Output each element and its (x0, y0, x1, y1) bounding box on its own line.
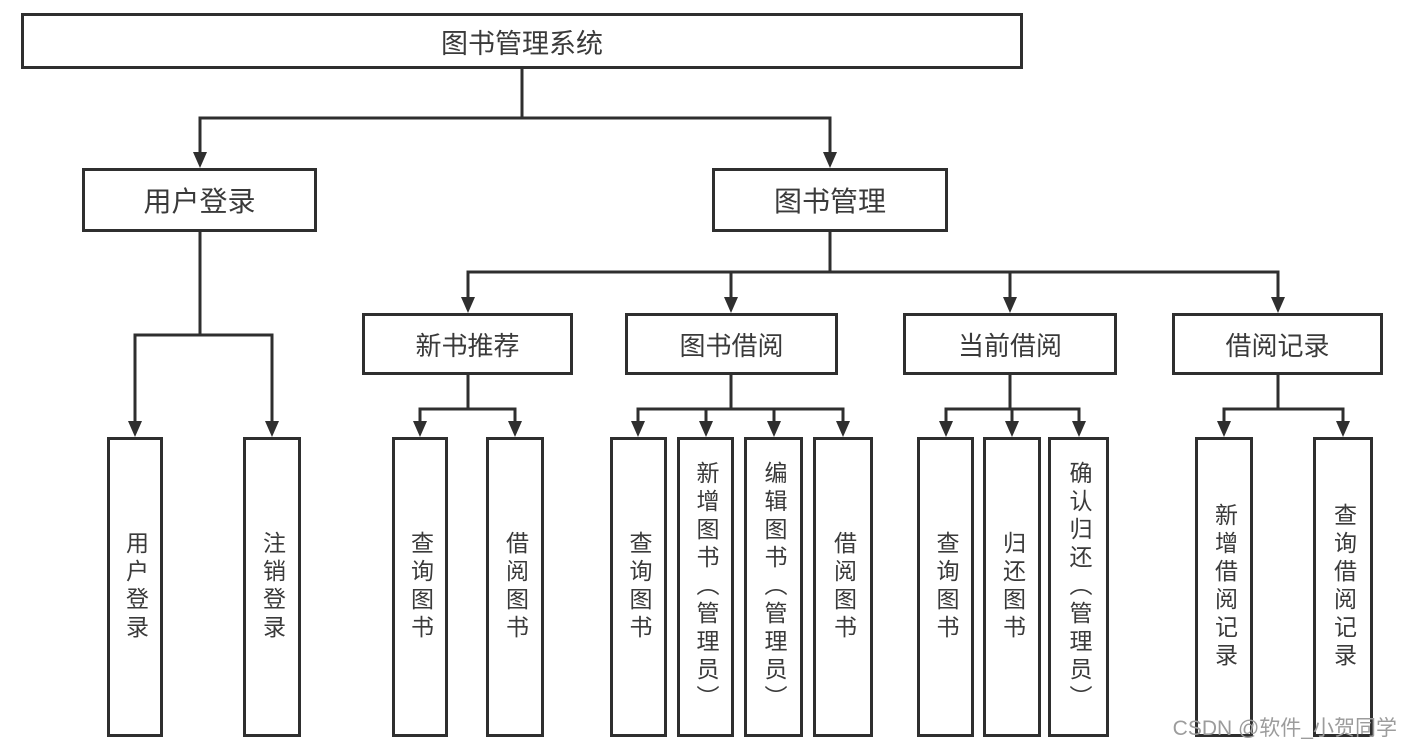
node-add-borrow-record-label: 新增借阅记录 (1211, 503, 1238, 671)
node-logout-leaf: 注销登录 (243, 437, 301, 737)
node-return-book: 归还图书 (983, 437, 1041, 737)
node-borrow-books-2-label: 借阅图书 (830, 531, 857, 643)
watermark: CSDN @软件_小贺同学 (1172, 717, 1397, 740)
node-user-login-branch: 用户登录 (82, 168, 317, 232)
node-query-books-2: 查询图书 (610, 437, 667, 737)
node-query-books-1: 查询图书 (392, 437, 448, 737)
node-query-books-3-label: 查询图书 (933, 531, 959, 643)
node-new-book-recommend: 新书推荐 (362, 313, 573, 375)
node-confirm-return-admin: 确认归还（管理员） (1048, 437, 1109, 737)
node-query-books-1-label: 查询图书 (407, 531, 434, 643)
node-root: 图书管理系统 (21, 13, 1023, 69)
node-borrow-record-label: 借阅记录 (1225, 330, 1330, 361)
node-query-borrow-record-label: 查询借阅记录 (1330, 503, 1357, 671)
node-logout-leaf-label: 注销登录 (259, 531, 286, 643)
node-query-books-2-label: 查询图书 (626, 531, 652, 643)
node-current-borrow-label: 当前借阅 (957, 330, 1062, 361)
node-add-book-admin: 新增图书（管理员） (677, 437, 734, 737)
node-borrow-record: 借阅记录 (1172, 313, 1383, 375)
node-book-borrow-label: 图书借阅 (679, 330, 784, 361)
node-book-manage-branch-label: 图书管理 (773, 186, 886, 217)
node-user-login-branch-label: 用户登录 (143, 186, 256, 217)
node-add-borrow-record: 新增借阅记录 (1195, 437, 1253, 737)
node-borrow-books-1: 借阅图书 (486, 437, 544, 737)
node-query-borrow-record: 查询借阅记录 (1313, 437, 1373, 737)
node-edit-book-admin: 编辑图书（管理员） (744, 437, 803, 737)
node-book-manage-branch: 图书管理 (712, 168, 948, 232)
node-user-login-leaf-label: 用户登录 (122, 531, 149, 643)
node-borrow-books-1-label: 借阅图书 (502, 531, 529, 643)
node-return-book-label: 归还图书 (999, 531, 1026, 643)
node-borrow-books-2: 借阅图书 (813, 437, 873, 737)
node-root-label: 图书管理系统 (441, 28, 603, 59)
node-book-borrow: 图书借阅 (625, 313, 838, 375)
node-current-borrow: 当前借阅 (903, 313, 1117, 375)
node-query-books-3: 查询图书 (917, 437, 974, 737)
node-new-book-recommend-label: 新书推荐 (415, 330, 520, 361)
node-confirm-return-admin-label: 确认归还（管理员） (1066, 461, 1092, 713)
node-edit-book-admin-label: 编辑图书（管理员） (761, 461, 787, 713)
node-add-book-admin-label: 新增图书（管理员） (693, 461, 719, 713)
connector-stems-and-bars (133, 67, 1345, 426)
node-user-login-leaf: 用户登录 (107, 437, 163, 737)
